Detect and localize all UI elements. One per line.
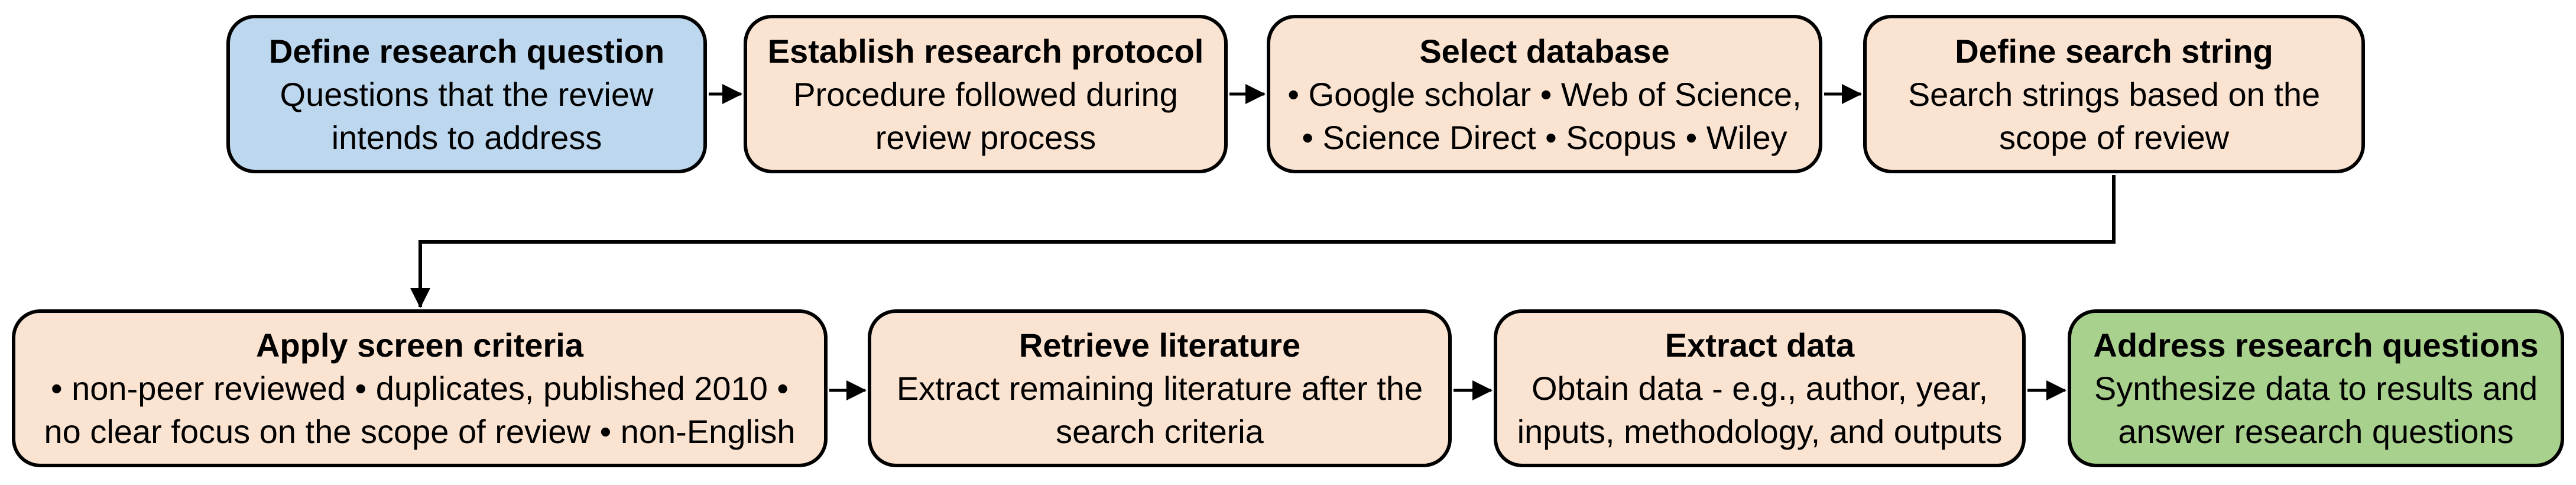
node-select-database: Select database • Google scholar • Web o…	[1267, 15, 1822, 173]
node-title: Establish research protocol	[767, 32, 1204, 70]
node-retrieve-literature: Retrieve literature Extract remaining li…	[868, 309, 1452, 467]
node-description-line: Questions that the review	[280, 75, 654, 113]
node-description-line: Extract remaining literature after the	[896, 370, 1423, 407]
node-description-line: Search strings based on the	[1907, 75, 2321, 113]
node-description-line: Procedure followed during	[793, 75, 1178, 113]
node-establish-research-protocol: Establish research protocol Procedure fo…	[744, 15, 1228, 173]
node-extract-data: Extract data Obtain data - e.g., author,…	[1494, 309, 2026, 467]
node-description-line: Synthesize data to results and	[2094, 370, 2538, 407]
node-title: Select database	[1419, 32, 1670, 70]
node-description-line: answer research questions	[2118, 413, 2514, 450]
node-description-line: inputs, methodology, and outputs	[1517, 413, 2003, 450]
node-define-research-question: Define research question Questions that …	[226, 15, 707, 173]
connector-elbow-4-5	[410, 175, 2116, 308]
node-description-line: no clear focus on the scope of review • …	[44, 413, 796, 450]
node-title: Define search string	[1955, 32, 2273, 70]
node-title: Extract data	[1665, 326, 1855, 364]
node-define-search-string: Define search string Search strings base…	[1863, 15, 2365, 173]
node-description-line: • non-peer reviewed • duplicates, publis…	[50, 370, 789, 407]
node-description-line: • Google scholar • Web of Science,	[1287, 75, 1802, 113]
node-apply-screen-criteria: Apply screen criteria • non-peer reviewe…	[12, 309, 828, 467]
node-description-line: intends to address	[331, 118, 602, 156]
node-title: Define research question	[268, 32, 665, 70]
node-title: Address research questions	[2093, 326, 2539, 364]
node-description-line: search criteria	[1056, 413, 1264, 450]
node-title: Retrieve literature	[1018, 326, 1301, 364]
node-address-research-questions: Address research questions Synthesize da…	[2068, 309, 2564, 467]
node-title: Apply screen criteria	[255, 326, 584, 364]
node-description-line: • Science Direct • Scopus • Wiley	[1302, 118, 1787, 156]
node-description-line: scope of review	[1998, 118, 2230, 156]
node-description-line: review process	[875, 118, 1096, 156]
node-description-line: Obtain data - e.g., author, year,	[1531, 370, 1988, 407]
